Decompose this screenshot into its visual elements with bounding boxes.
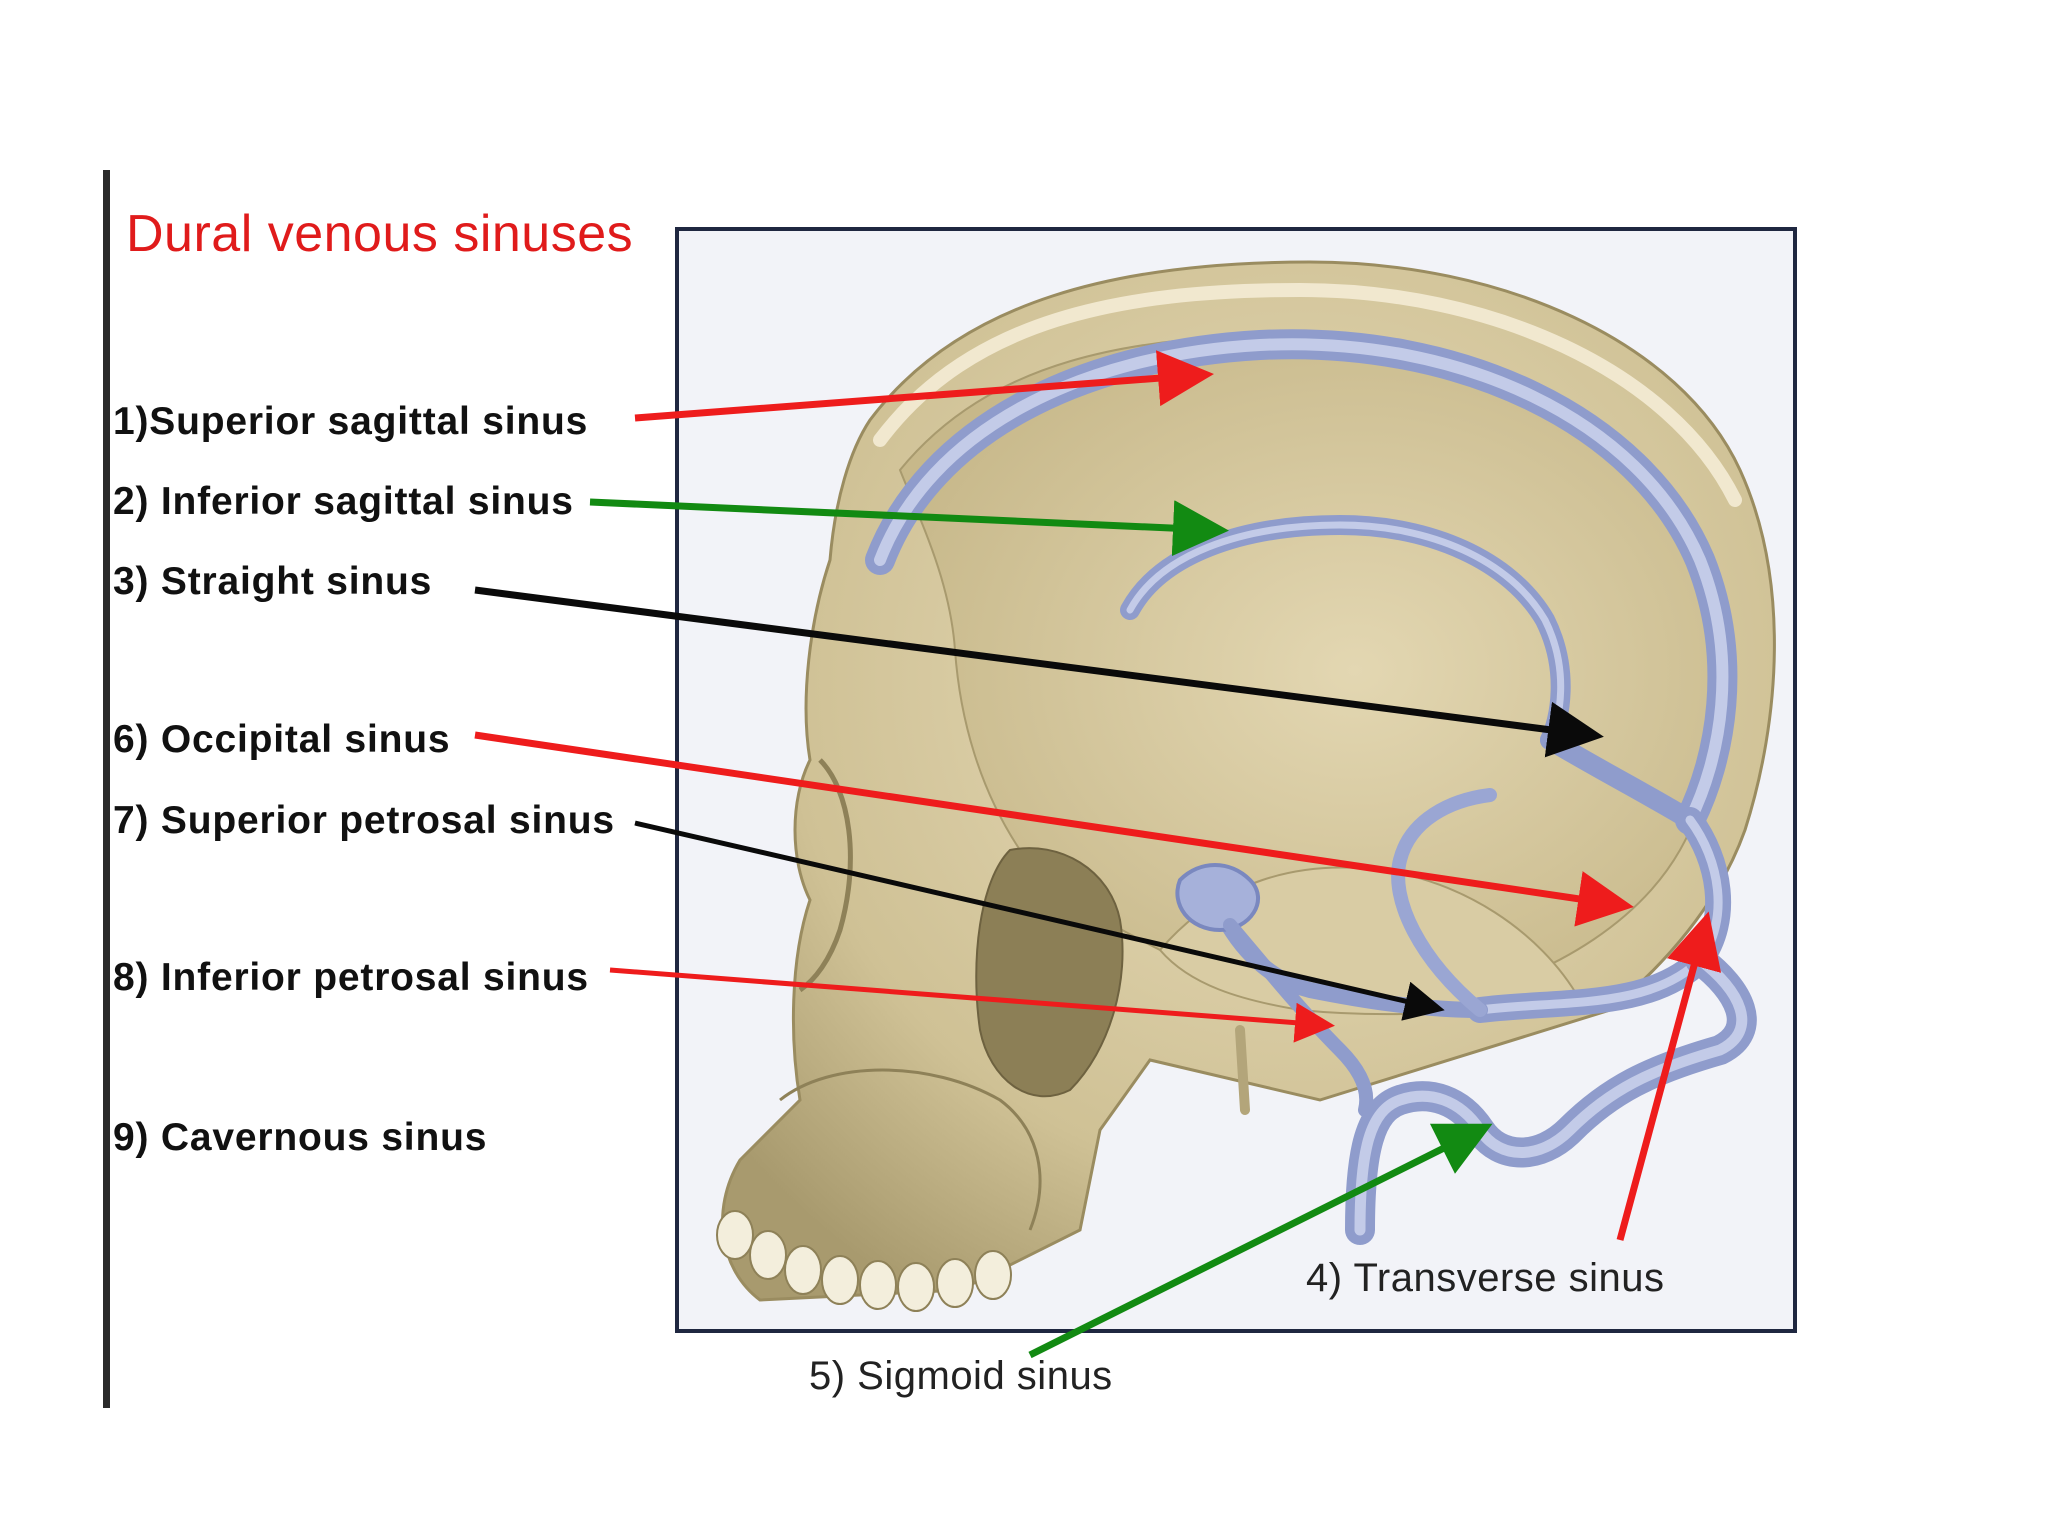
label-superior-sagittal-sinus: 1)Superior sagittal sinus (113, 400, 589, 443)
slide-title: Dural venous sinuses (126, 205, 634, 263)
caption-transverse-sinus: 4) Transverse sinus (1306, 1256, 1665, 1300)
arrow-inferior-petrosal-sinus (609, 967, 1335, 1043)
caption-sigmoid-sinus: 5) Sigmoid sinus (809, 1354, 1113, 1398)
left-vertical-rule (103, 170, 110, 1408)
label-inferior-sagittal-sinus: 2) Inferior sagittal sinus (113, 480, 574, 523)
label-occipital-sinus: 6) Occipital sinus (113, 718, 451, 761)
label-superior-petrosal-sinus: 7) Superior petrosal sinus (113, 799, 615, 842)
arrow-sigmoid-sinus (1028, 1123, 1493, 1359)
sinus-vessels (865, 329, 1757, 1245)
arrow-superior-sagittal-sinus (634, 350, 1214, 422)
arrow-transverse-sinus (1616, 911, 1722, 1241)
arrow-occipital-sinus (474, 731, 1634, 927)
label-inferior-petrosal-sinus: 8) Inferior petrosal sinus (113, 956, 589, 999)
arrow-inferior-sagittal-sinus (589, 498, 1229, 557)
arrow-superior-petrosal-sinus (634, 820, 1445, 1021)
label-cavernous-sinus: 9) Cavernous sinus (113, 1116, 488, 1159)
label-straight-sinus: 3) Straight sinus (113, 560, 433, 603)
arrow-straight-sinus (474, 586, 1604, 758)
